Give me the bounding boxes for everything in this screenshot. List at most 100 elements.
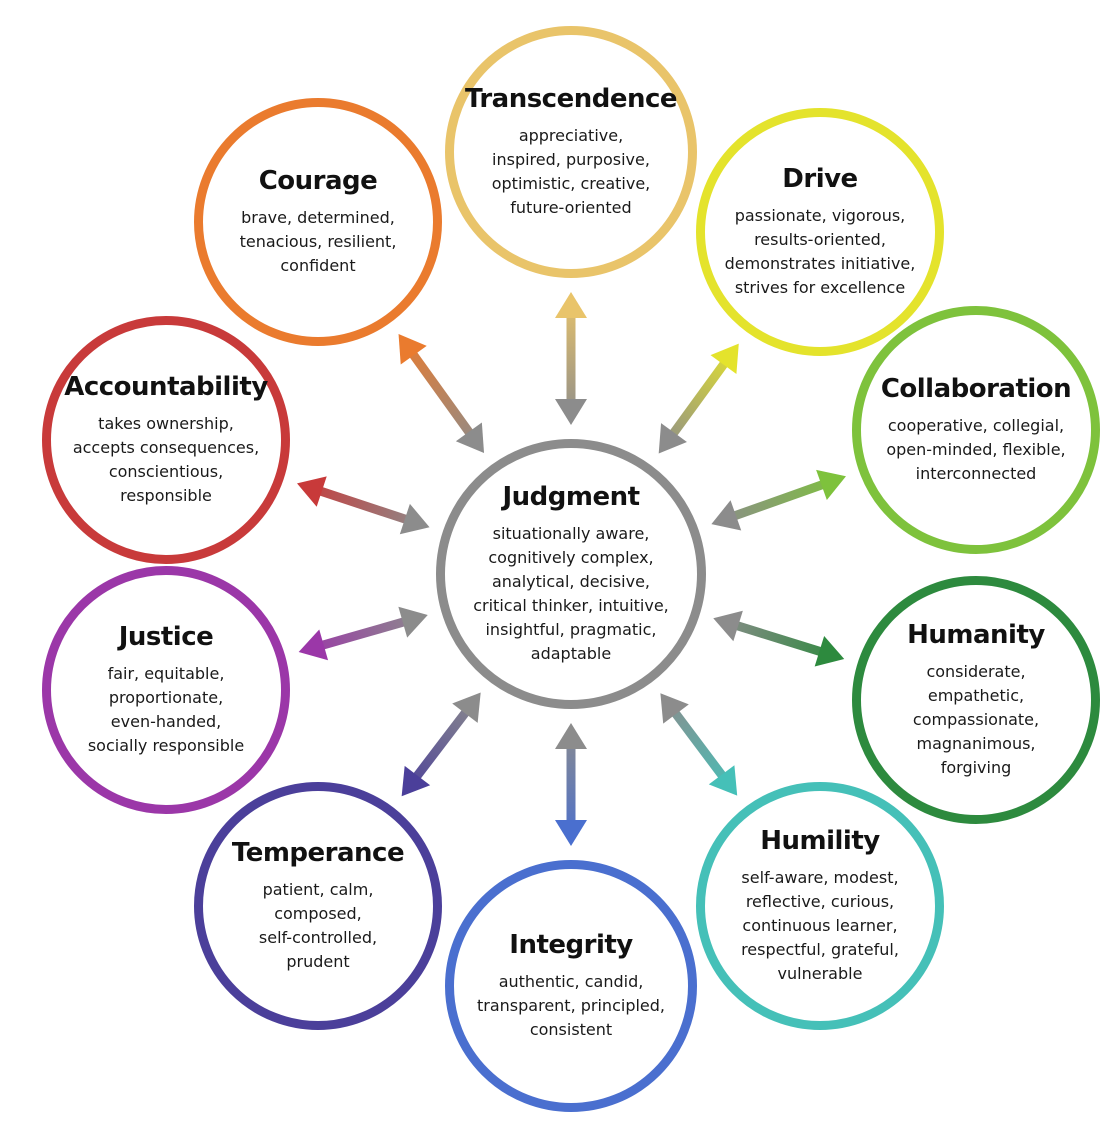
arrow-head-inner — [452, 692, 481, 723]
virtue-line: conscientious, — [108, 462, 224, 481]
virtue-line: continuous learner, — [742, 916, 898, 935]
arrow-head-outer — [710, 343, 739, 374]
arrow-head-inner — [455, 422, 485, 454]
virtue-circle-accountability: Accountability takes ownership, accepts … — [42, 316, 290, 564]
arrow-shaft — [317, 616, 410, 651]
virtue-line: respectful, grateful, — [741, 940, 899, 959]
virtue-line: patient, calm, — [262, 880, 374, 899]
virtue-line: inspired, purposive, — [492, 150, 650, 169]
arrow-temperance — [401, 692, 481, 797]
virtue-line: compassionate, — [912, 710, 1040, 729]
arrow-head-outer — [398, 334, 427, 365]
virtue-title: Justice — [118, 622, 214, 652]
virtue-line: magnanimous, — [916, 734, 1036, 753]
virtue-title: Judgment — [502, 482, 640, 512]
virtue-line: fair, equitable, — [107, 664, 225, 683]
virtue-line: insightful, pragmatic, — [485, 620, 657, 639]
virtue-line: adaptable — [530, 644, 612, 663]
arrow-integrity — [555, 723, 587, 846]
virtue-circle-integrity: Integrity authentic, candid, transparent… — [445, 860, 697, 1112]
arrow-humility — [660, 693, 738, 796]
arrow-head-inner — [660, 693, 689, 724]
arrow-shaft — [315, 485, 412, 525]
arrow-head-inner — [555, 723, 587, 749]
arrow-shaft — [407, 348, 476, 439]
virtue-title: Humility — [760, 826, 880, 856]
virtue-description: fair, equitable, proportionate, even-han… — [88, 662, 244, 758]
virtue-line: future-oriented — [510, 198, 632, 217]
virtue-line: confident — [280, 256, 356, 275]
virtue-description: authentic, candid, transparent, principl… — [477, 970, 665, 1042]
virtue-line: cooperative, collegial, — [887, 416, 1065, 435]
virtue-description: passionate, vigorous, results-oriented, … — [725, 204, 916, 300]
virtue-circle-temperance: Temperance patient, calm, composed, self… — [194, 782, 442, 1030]
arrow-humanity — [713, 610, 845, 667]
arrow-head-outer — [555, 292, 587, 318]
arrow-collaboration — [711, 469, 846, 531]
virtue-circle-collaboration: Collaboration cooperative, collegial, op… — [852, 306, 1100, 554]
virtue-line: prudent — [286, 952, 350, 971]
virtue-line: interconnected — [915, 464, 1037, 483]
arrow-head-outer — [297, 476, 327, 507]
arrow-accountability — [297, 476, 430, 535]
arrow-shaft — [410, 706, 472, 783]
arrow-justice — [298, 606, 428, 661]
virtue-circle-transcendence: Transcendence appreciative, inspired, pu… — [445, 26, 697, 278]
arrow-head-inner — [711, 500, 742, 531]
virtue-title: Accountability — [64, 372, 268, 402]
virtue-line: self-aware, modest, — [741, 868, 899, 887]
virtue-line: takes ownership, — [98, 414, 234, 433]
virtue-line: demonstrates initiative, — [724, 254, 916, 273]
virtue-title: Temperance — [231, 838, 405, 868]
arrow-head-inner — [713, 610, 743, 642]
virtue-line: tenacious, resilient, — [239, 232, 397, 251]
virtue-description: considerate, empathetic, compassionate, … — [913, 660, 1039, 780]
arrow-head-outer — [708, 765, 738, 796]
arrow-head-outer — [401, 765, 431, 797]
virtue-circle-judgment: Judgment situationally aware, cognitivel… — [436, 439, 706, 709]
virtue-description: self-aware, modest, reflective, curious,… — [741, 866, 899, 986]
virtue-circle-justice: Justice fair, equitable, proportionate, … — [42, 566, 290, 814]
virtue-circle-humility: Humility self-aware, modest, reflective,… — [696, 782, 944, 1030]
arrow-shaft — [667, 357, 731, 440]
arrow-head-inner — [399, 503, 430, 535]
virtue-title: Integrity — [509, 930, 633, 960]
arrow-transcendence — [555, 292, 587, 425]
virtue-title: Collaboration — [880, 374, 1072, 404]
virtue-line: optimistic, creative, — [491, 174, 651, 193]
virtue-line: critical thinker, intuitive, — [473, 596, 669, 615]
virtue-line: cognitively complex, — [488, 548, 654, 567]
arrow-head-inner — [398, 606, 428, 638]
virtue-line: strives for excellence — [734, 278, 906, 297]
virtue-line: proportionate, — [108, 688, 224, 707]
arrow-head-inner — [658, 423, 687, 454]
virtue-circle-humanity: Humanity considerate, empathetic, compas… — [852, 576, 1100, 824]
arrow-head-outer — [814, 636, 845, 667]
virtue-line: analytical, decisive, — [491, 572, 651, 591]
virtue-line: empathetic, — [927, 686, 1025, 705]
virtue-line: composed, — [274, 904, 362, 923]
virtue-line: passionate, vigorous, — [734, 206, 906, 225]
virtue-circle-courage: Courage brave, determined, tenacious, re… — [194, 98, 442, 346]
virtue-line: consistent — [529, 1020, 613, 1039]
virtue-line: open-minded, flexible, — [886, 440, 1066, 459]
virtue-description: cooperative, collegial, open-minded, fle… — [886, 414, 1065, 486]
virtue-line: even-handed, — [110, 712, 222, 731]
virtue-line: appreciative, — [518, 126, 624, 145]
arrow-head-outer — [555, 820, 587, 846]
virtue-description: brave, determined, tenacious, resilient,… — [240, 206, 397, 278]
arrow-shaft — [731, 620, 826, 658]
virtue-description: patient, calm, composed, self-controlled… — [259, 878, 377, 974]
arrow-head-outer — [816, 469, 846, 501]
virtue-line: accepts consequences, — [72, 438, 260, 457]
virtue-line: situationally aware, — [492, 524, 650, 543]
virtue-title: Humanity — [907, 620, 1045, 650]
virtue-title: Transcendence — [464, 84, 678, 114]
virtue-line: considerate, — [926, 662, 1026, 681]
virtue-line: brave, determined, — [241, 208, 395, 227]
arrow-courage — [398, 334, 485, 454]
virtue-line: socially responsible — [87, 736, 245, 755]
virtue-circle-drive: Drive passionate, vigorous, results-orie… — [696, 108, 944, 356]
virtue-title: Courage — [258, 166, 378, 196]
